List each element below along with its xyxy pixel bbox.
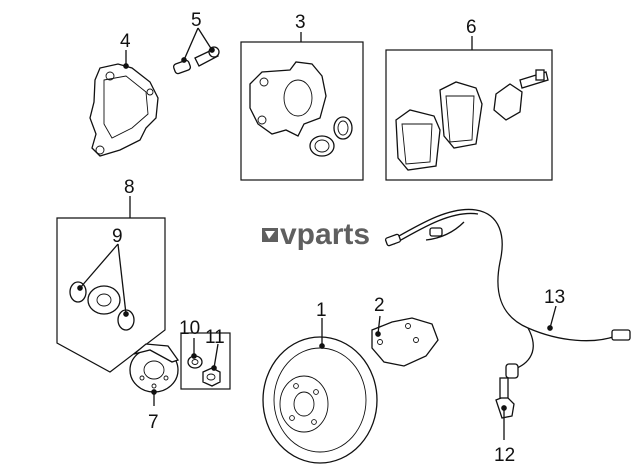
brake-pads bbox=[395, 69, 549, 171]
caliper-assembly-box bbox=[240, 41, 364, 181]
brake-rotor bbox=[262, 336, 378, 464]
guide-pins bbox=[172, 46, 220, 75]
callout-6: 6 bbox=[466, 17, 477, 38]
leader-lines bbox=[77, 27, 557, 440]
splash-shield bbox=[371, 317, 439, 367]
caliper-bracket bbox=[89, 63, 159, 157]
callout-5: 5 bbox=[191, 10, 202, 31]
callout-11: 11 bbox=[205, 327, 225, 348]
callout-12: 12 bbox=[494, 445, 515, 466]
callout-3: 3 bbox=[295, 12, 306, 33]
callout-10: 10 bbox=[179, 318, 200, 339]
callout-9: 9 bbox=[112, 226, 123, 247]
callout-2: 2 bbox=[374, 295, 385, 316]
wheel-hub bbox=[129, 343, 180, 393]
brake-caliper bbox=[249, 61, 353, 157]
callout-7: 7 bbox=[148, 412, 159, 433]
callout-13: 13 bbox=[544, 287, 565, 308]
callout-8: 8 bbox=[124, 177, 135, 198]
vparts-logo: vparts bbox=[262, 218, 370, 251]
abs-sensor-wire bbox=[384, 208, 631, 419]
wheel-bearing-kit bbox=[69, 281, 135, 331]
callout-1: 1 bbox=[316, 300, 327, 321]
pad-set-box bbox=[385, 49, 553, 181]
hardware-box bbox=[180, 332, 231, 390]
logo-text: vparts bbox=[280, 218, 370, 251]
callout-4: 4 bbox=[120, 31, 131, 52]
